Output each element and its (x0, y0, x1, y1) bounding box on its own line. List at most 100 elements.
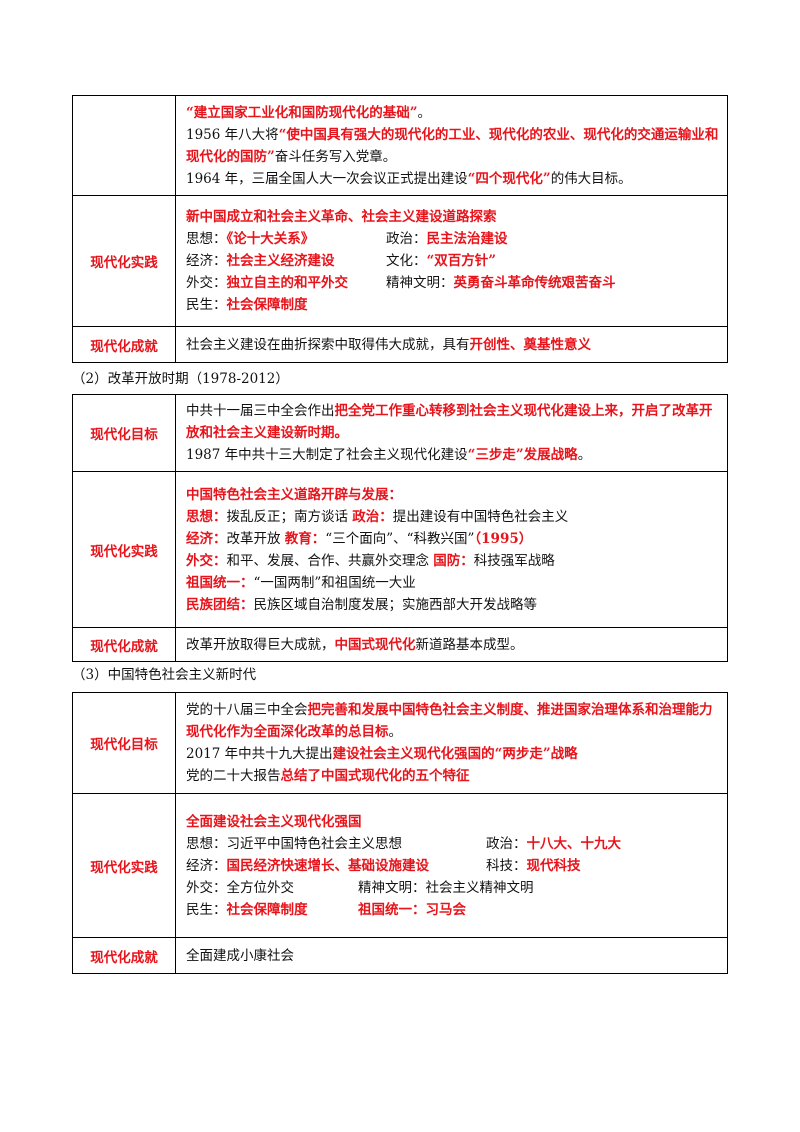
practice-cell: 思想：习近平中国特色社会主义思想 (186, 833, 486, 855)
text-run: 总结了中国式现代化的五个特征 (280, 768, 470, 784)
text-run: 拨乱反正；南方谈话 (226, 508, 353, 525)
field-key: 精神文明： (358, 879, 426, 896)
field-key: 政治： (486, 835, 527, 852)
result-label: 现代化成就 (72, 627, 176, 662)
text-run: 开创性、奠基性意义 (469, 336, 592, 353)
practice-line: 外交：和平、发展、合作、共赢外交理念 国防：科技强军战略 (186, 550, 719, 572)
text-run: “使中国具有强大的现代化的工业、现代化的农业、现代化的交通运输业和现代化的国防” (186, 126, 719, 165)
result-content: 改革开放取得巨大成就，中国式现代化新道路基本成型。 (175, 627, 728, 662)
text-run: 和平、发展、合作、共赢外交理念 (226, 552, 434, 569)
text-run: 。 (577, 447, 592, 463)
field-value: 英勇奋斗革命传统艰苦奋斗 (453, 275, 616, 291)
practice-line: 经济：改革开放 教育：“三个面向”、“科教兴国”（1995） (186, 528, 719, 550)
field-value: 习马会 (425, 901, 467, 918)
text-run: 政治： (352, 508, 393, 525)
text-run: 把全党工作重心转移到社会主义现代化建设上来，开启了改革开放和社会主义建设新时期。 (186, 403, 713, 441)
result-label: 现代化成就 (72, 326, 176, 363)
field-key: 思想： (186, 835, 227, 852)
field-key: 祖国统一： (358, 901, 426, 918)
text-run: 中国式现代化 (334, 636, 416, 653)
text-run: 。 (388, 724, 403, 740)
practice-row: 外交：全方位外交精神文明：社会主义精神文明 (186, 877, 719, 899)
practice-row: 经济：国民经济快速增长、基础设施建设科技：现代科技 (186, 855, 719, 877)
practice-cell: 外交：独立自主的和平外交 (186, 272, 386, 294)
text-run: 中共十一届三中全会作出 (186, 403, 335, 419)
goal-line: 中共十一届三中全会作出把全党工作重心转移到社会主义现代化建设上来，开启了改革开放… (186, 400, 719, 444)
practice-cell: 民生：社会保障制度 (186, 899, 358, 921)
table-reform-period: 现代化目标 中共十一届三中全会作出把全党工作重心转移到社会主义现代化建设上来，开… (72, 394, 728, 662)
text-run: “三步走”发展战略 (467, 447, 578, 463)
field-value: 社会保障制度 (226, 901, 308, 918)
goal-label: 现代化目标 (72, 394, 176, 472)
goal-line: 2017 年中共十九大提出建设社会主义现代化强国的“两步走”战略 (186, 743, 719, 765)
text-run: “三个面向”、“科教兴国” (325, 530, 475, 547)
text-run: 2017 年中共十九大提出 (186, 746, 333, 762)
text-run: 改革开放 (226, 530, 285, 547)
field-value: 习近平中国特色社会主义思想 (226, 835, 403, 852)
field-key: 民生： (186, 901, 227, 918)
section-caption-reform: （2）改革开放时期（1978-2012） (72, 371, 289, 387)
goal-content: “建立国家工业化和国防现代化的基础”。1956 年八大将“使中国具有强大的现代化… (175, 95, 728, 196)
practice-cell: 祖国统一：习马会 (358, 899, 466, 921)
practice-cell: 经济：社会主义经济建设 (186, 250, 386, 272)
text-run: 的伟大目标。 (550, 170, 632, 187)
practice-cell: 民生：社会保障制度 (186, 294, 386, 316)
practice-label: 现代化实践 (72, 471, 176, 628)
practice-row: 外交：独立自主的和平外交精神文明：英勇奋斗革命传统艰苦奋斗 (186, 272, 719, 294)
goal-line: 1956 年八大将“使中国具有强大的现代化的工业、现代化的农业、现代化的交通运输… (186, 124, 719, 168)
text-run: 。 (417, 104, 432, 121)
practice-cell: 科技：现代科技 (486, 855, 581, 877)
goal-line: 1987 年中共十三大制定了社会主义现代化建设“三步走”发展战略。 (186, 444, 719, 466)
field-value: 独立自主的和平外交 (226, 275, 349, 291)
table-new-era: 现代化目标 党的十八届三中全会把完善和发展中国特色社会主义制度、推进国家治理体系… (72, 692, 728, 974)
field-value: 社会主义精神文明 (425, 879, 534, 896)
practice-line: 祖国统一：“一国两制”和祖国统一大业 (186, 572, 719, 594)
text-run: “一国两制”和祖国统一大业 (253, 574, 416, 591)
field-value: “双百方针” (426, 253, 497, 269)
goal-label: 现代化目标 (72, 692, 176, 794)
text-run: 党的二十大报告 (186, 768, 281, 784)
practice-content: 全面建设社会主义现代化强国 思想：习近平中国特色社会主义思想政治：十八大、十九大… (175, 793, 728, 938)
text-run: 教育： (284, 530, 326, 547)
practice-cell: 外交：全方位外交 (186, 877, 358, 899)
text-run: “四个现代化” (467, 170, 551, 187)
practice-row: 思想：《论十大关系》政治：民主法治建设 (186, 228, 719, 250)
practice-content: 新中国成立和社会主义革命、社会主义建设道路探索 思想：《论十大关系》政治：民主法… (175, 195, 728, 327)
practice-cell: 精神文明：社会主义精神文明 (358, 877, 534, 899)
practice-content: 中国特色社会主义道路开辟与发展： 思想：拨乱反正；南方谈话 政治：提出建设有中国… (175, 471, 728, 628)
text-run: 国防： (433, 552, 474, 569)
field-value: 《论十大关系》 (226, 231, 315, 247)
practice-cell: 政治：十八大、十九大 (486, 833, 621, 855)
text-run: 外交： (186, 552, 227, 569)
text-run: 改革开放取得巨大成就， (186, 636, 335, 653)
text-run: 新道路基本成型。 (415, 636, 524, 653)
goal-content: 中共十一届三中全会作出把全党工作重心转移到社会主义现代化建设上来，开启了改革开放… (175, 394, 728, 472)
table-early-period: “建立国家工业化和国防现代化的基础”。1956 年八大将“使中国具有强大的现代化… (72, 95, 728, 363)
field-key: 思想： (186, 231, 227, 247)
practice-title: 新中国成立和社会主义革命、社会主义建设道路探索 (186, 209, 497, 225)
text-run: 经济： (186, 530, 227, 547)
practice-cell: 思想：《论十大关系》 (186, 228, 386, 250)
practice-line: 思想：拨乱反正；南方谈话 政治：提出建设有中国特色社会主义 (186, 506, 719, 528)
field-key: 文化： (386, 253, 427, 269)
text-run: 提出建设有中国特色社会主义 (392, 508, 569, 525)
field-value: 社会保障制度 (226, 297, 308, 313)
field-key: 民生： (186, 297, 227, 313)
result-content: 全面建成小康社会 (175, 937, 728, 974)
practice-cell: 文化：“双百方针” (386, 250, 496, 272)
result-content: 社会主义建设在曲折探索中取得伟大成就，具有开创性、奠基性意义 (175, 326, 728, 363)
practice-title: 中国特色社会主义道路开辟与发展： (186, 486, 402, 503)
practice-label: 现代化实践 (72, 195, 176, 327)
text-run: 民族团结： (186, 596, 254, 613)
text-run: 祖国统一： (186, 574, 254, 591)
goal-line: 党的二十大报告总结了中国式现代化的五个特征 (186, 765, 719, 787)
field-value: 民主法治建设 (426, 231, 508, 247)
goal-label-empty (72, 95, 176, 196)
result-label: 现代化成就 (72, 937, 176, 974)
field-value: 社会主义经济建设 (226, 253, 335, 269)
practice-label: 现代化实践 (72, 793, 176, 938)
field-key: 外交： (186, 275, 227, 291)
text-run: 思想： (186, 508, 227, 525)
text-run: 1956 年八大将 (186, 126, 279, 143)
goal-line: “建立国家工业化和国防现代化的基础”。 (186, 102, 719, 124)
